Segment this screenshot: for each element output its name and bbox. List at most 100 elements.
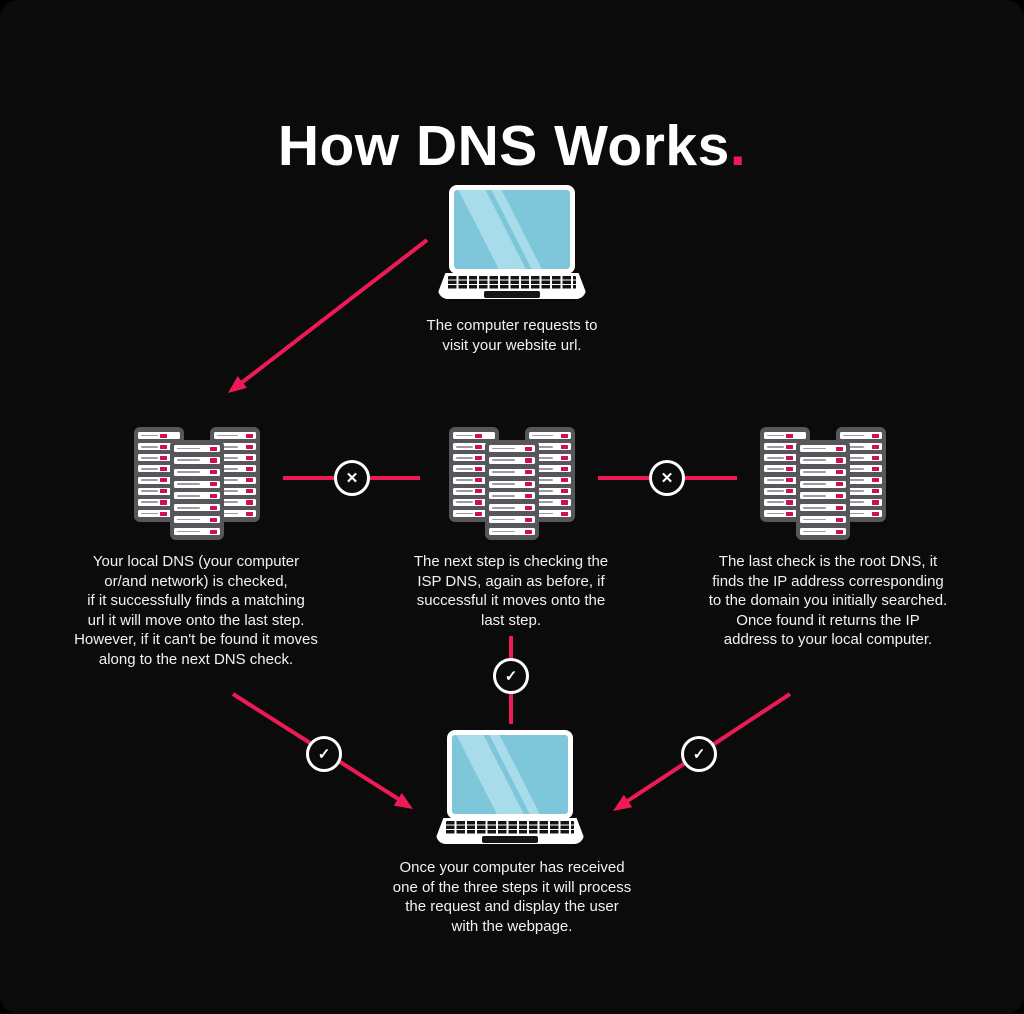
server-slat: [529, 476, 571, 484]
server-stack-isp-dns: [449, 427, 575, 540]
caption-local-dns: Your local DNS (your computer or/and net…: [74, 553, 318, 668]
arrow-request-to-local-head: [228, 376, 247, 393]
server-slat: [840, 432, 882, 439]
laptop-icon-result: [436, 730, 584, 844]
server-tower: [485, 440, 539, 540]
server-slat: [764, 432, 806, 439]
server-slat: [800, 516, 846, 524]
server-slat: [800, 492, 846, 500]
check-circle-icon: ✓: [493, 658, 529, 694]
server-tower: [170, 440, 224, 540]
server-stack-root-dns: [760, 427, 886, 540]
server-slat: [489, 504, 535, 512]
server-slat: [840, 509, 882, 517]
server-slat: [214, 454, 256, 462]
server-slat: [529, 432, 571, 439]
server-slat: [489, 468, 535, 476]
server-slat: [138, 487, 180, 495]
server-slat: [764, 465, 806, 473]
server-slat: [529, 465, 571, 473]
server-slat: [138, 509, 180, 517]
arrow-local-to-result-head: [393, 793, 413, 809]
server-stack-local-dns: [134, 427, 260, 540]
title-accent-dot: .: [729, 114, 747, 179]
laptop-base: [436, 818, 584, 844]
laptop-keyboard: [448, 276, 576, 289]
arrow-request-to-local-line: [238, 238, 429, 386]
arrow-root-to-result-head: [613, 794, 633, 811]
server-slat: [800, 445, 846, 452]
server-slat: [800, 468, 846, 476]
server-slat: [529, 487, 571, 495]
server-slat: [214, 487, 256, 495]
laptop-icon-request: [438, 185, 586, 299]
server-slat: [489, 527, 535, 535]
server-slat: [214, 443, 256, 451]
server-slat: [138, 476, 180, 484]
server-slat: [800, 504, 846, 512]
server-slat: [840, 498, 882, 506]
server-slat: [453, 509, 495, 517]
laptop-trackpad: [484, 290, 540, 298]
server-slat: [529, 454, 571, 462]
server-slat: [453, 498, 495, 506]
server-slat: [764, 498, 806, 506]
server-slat: [453, 465, 495, 473]
server-slat: [489, 516, 535, 524]
cross-circle-icon: ✕: [649, 460, 685, 496]
server-slat: [453, 443, 495, 451]
server-slat: [174, 527, 220, 535]
server-tower: [796, 440, 850, 540]
cross-circle-icon: ✕: [334, 460, 370, 496]
server-slat: [174, 492, 220, 500]
server-slat: [489, 480, 535, 488]
laptop-screen: [449, 185, 575, 274]
server-slat: [489, 456, 535, 464]
server-slat: [529, 443, 571, 451]
server-slat: [840, 465, 882, 473]
server-slat: [174, 516, 220, 524]
server-slat: [800, 456, 846, 464]
check-circle-icon: ✓: [681, 736, 717, 772]
server-slat: [138, 432, 180, 439]
server-slat: [174, 504, 220, 512]
page-title-text: How DNS Works: [277, 114, 730, 179]
server-slat: [214, 465, 256, 473]
server-slat: [174, 445, 220, 452]
server-slat: [138, 465, 180, 473]
laptop-trackpad: [482, 835, 538, 843]
laptop-keyboard: [446, 821, 574, 834]
server-slat: [764, 476, 806, 484]
caption-isp-dns: The next step is checking the ISP DNS, a…: [413, 553, 609, 629]
server-slat: [174, 480, 220, 488]
server-slat: [529, 509, 571, 517]
server-slat: [174, 456, 220, 464]
server-slat: [764, 454, 806, 462]
server-slat: [764, 443, 806, 451]
laptop-base: [438, 273, 586, 299]
laptop-screen: [447, 730, 573, 819]
server-slat: [840, 443, 882, 451]
server-slat: [138, 443, 180, 451]
server-slat: [840, 476, 882, 484]
server-slat: [800, 480, 846, 488]
server-slat: [453, 432, 495, 439]
caption-root-dns: The last check is the root DNS, it finds…: [708, 553, 948, 648]
server-slat: [214, 476, 256, 484]
server-slat: [489, 492, 535, 500]
server-slat: [764, 509, 806, 517]
server-slat: [453, 476, 495, 484]
server-slat: [214, 498, 256, 506]
server-slat: [214, 509, 256, 517]
server-slat: [453, 487, 495, 495]
server-slat: [489, 445, 535, 452]
server-slat: [214, 432, 256, 439]
server-slat: [800, 527, 846, 535]
server-slat: [138, 498, 180, 506]
server-slat: [453, 454, 495, 462]
caption-result: Once your computer has received one of t…: [392, 859, 632, 935]
laptop-display: [452, 735, 568, 814]
caption-request: The computer requests to visit your webs…: [426, 317, 598, 354]
check-circle-icon: ✓: [306, 736, 342, 772]
